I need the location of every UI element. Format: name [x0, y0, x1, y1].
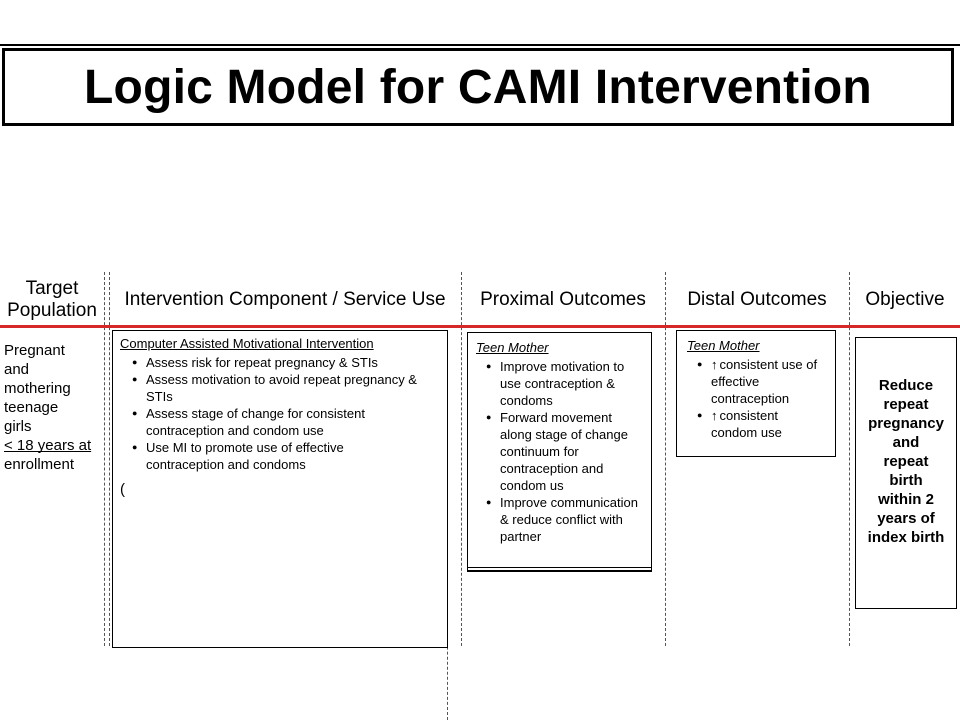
- target-line: and: [4, 361, 30, 378]
- divider-6: [849, 272, 850, 646]
- page-title: Logic Model for CAMI Intervention: [84, 60, 872, 114]
- objective-line: repeat: [883, 453, 929, 470]
- objective-line: within 2: [878, 491, 934, 508]
- title-box: Logic Model for CAMI Intervention: [2, 48, 954, 126]
- target-line: teenage: [4, 399, 59, 416]
- proximal-list: Improve motivation to use contraception …: [476, 358, 647, 545]
- divider-4: [461, 272, 462, 646]
- proximal-box: Teen Mother Improve motivation to use co…: [467, 332, 652, 568]
- target-line: enrollment: [4, 456, 75, 473]
- header-underline: [0, 325, 960, 328]
- proximal-item: Improve motivation to use contraception …: [476, 358, 647, 409]
- proximal-title: Teen Mother: [476, 340, 549, 355]
- distal-item: ↑consistent condom use: [687, 407, 831, 441]
- intervention-item: Assess risk for repeat pregnancy & STIs: [120, 354, 439, 371]
- intervention-list: Assess risk for repeat pregnancy & STIs …: [120, 354, 439, 473]
- intervention-box: Computer Assisted Motivational Intervent…: [112, 330, 448, 648]
- distal-item-text: consistent condom use: [711, 408, 782, 440]
- target-line: mothering: [4, 380, 71, 397]
- objective-line: and: [892, 434, 920, 451]
- target-population-text: Pregnant and mothering teenage girls < 1…: [4, 341, 104, 474]
- objective-line: years of: [877, 510, 935, 527]
- intervention-item: Assess motivation to avoid repeat pregna…: [120, 371, 439, 405]
- distal-item: ↑consistent use of effective contracepti…: [687, 356, 831, 407]
- objective-box: Reduce repeat pregnancy and repeat birth…: [855, 337, 957, 609]
- header-target-line1: Target: [25, 278, 79, 299]
- objective-line: index birth: [867, 529, 945, 546]
- objective-line: birth: [889, 472, 923, 489]
- intervention-item: Assess stage of change for consistent co…: [120, 405, 439, 439]
- up-arrow-icon: ↑: [711, 408, 718, 423]
- header-target-population: Target Population: [0, 278, 104, 322]
- intervention-fragment: (: [120, 481, 125, 498]
- intervention-title: Computer Assisted Motivational Intervent…: [120, 336, 374, 351]
- target-line: girls: [4, 418, 32, 435]
- distal-box: Teen Mother ↑consistent use of effective…: [676, 330, 836, 457]
- proximal-item: Forward movement along stage of change c…: [476, 409, 647, 494]
- divider-2: [109, 272, 110, 646]
- header-objective: Objective: [865, 289, 945, 310]
- header-intervention: Intervention Component / Service Use: [124, 289, 446, 310]
- target-line: Pregnant: [4, 342, 65, 359]
- header-proximal: Proximal Outcomes: [480, 289, 646, 310]
- header-distal: Distal Outcomes: [687, 289, 827, 310]
- divider-1: [104, 272, 105, 646]
- divider-5: [665, 272, 666, 646]
- intervention-item: Use MI to promote use of effective contr…: [120, 439, 439, 473]
- proximal-item: Improve communication & reduce conflict …: [476, 494, 647, 545]
- header-target-line2: Population: [7, 300, 97, 321]
- distal-title: Teen Mother: [687, 338, 760, 353]
- objective-line: repeat: [883, 396, 929, 413]
- objective-text: Reduce repeat pregnancy and repeat birth…: [856, 376, 956, 547]
- top-rule: [0, 44, 960, 46]
- target-line: < 18 years at: [4, 437, 92, 454]
- distal-item-text: consistent use of effective contraceptio…: [711, 357, 818, 406]
- objective-line: pregnancy: [868, 415, 944, 432]
- up-arrow-icon: ↑: [711, 357, 718, 372]
- distal-list: ↑consistent use of effective contracepti…: [687, 356, 831, 441]
- objective-line: Reduce: [878, 377, 934, 394]
